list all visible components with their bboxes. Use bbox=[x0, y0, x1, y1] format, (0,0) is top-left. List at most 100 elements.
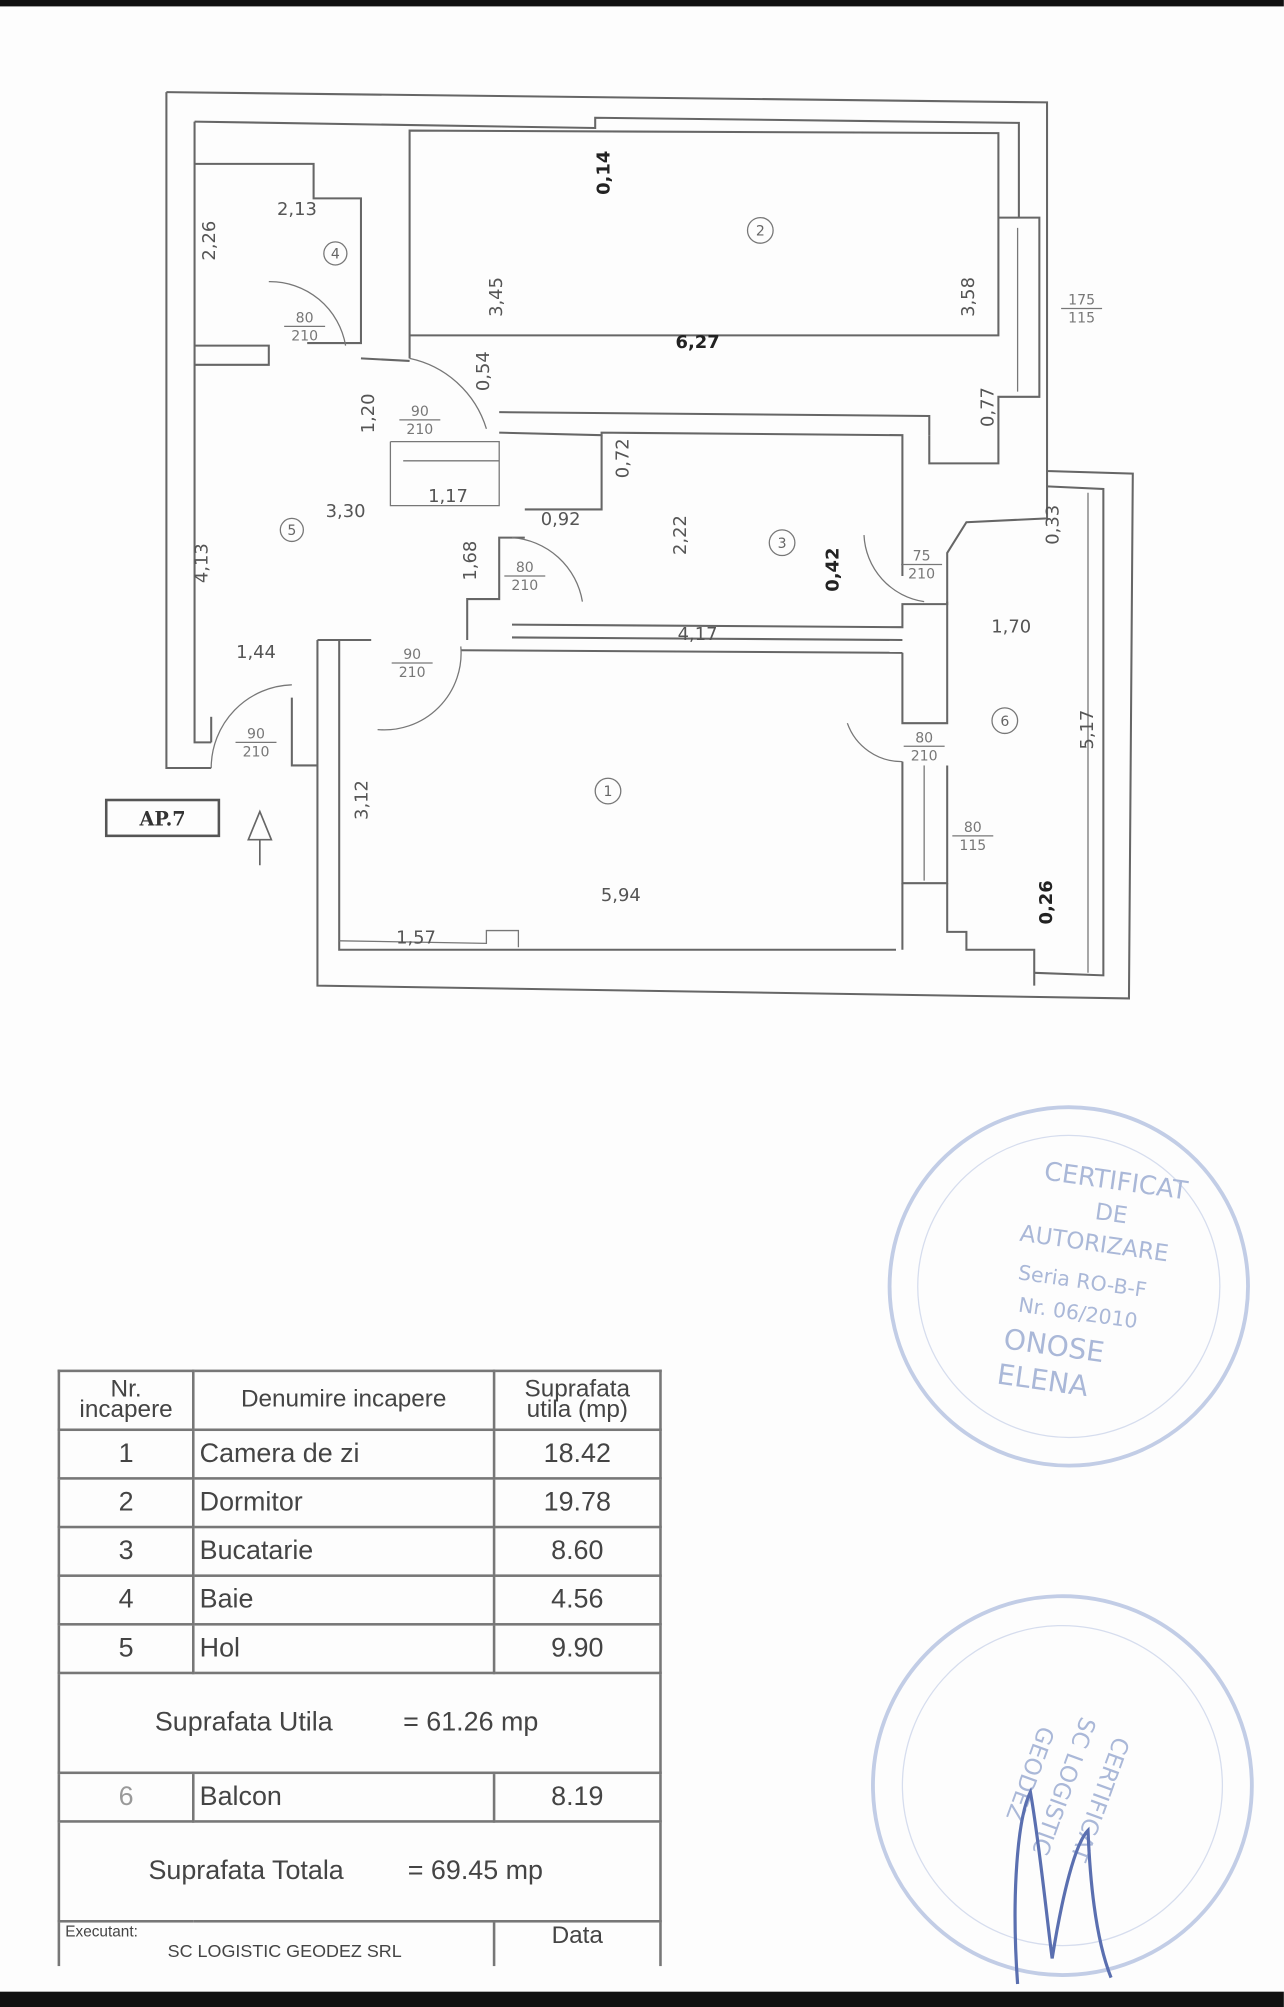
room-area: 4.56 bbox=[492, 1574, 662, 1626]
room-number-6: 6 bbox=[1000, 714, 1009, 730]
svg-text:CERTIFICAT: CERTIFICAT bbox=[1064, 1733, 1133, 1865]
total-area-row: Suprafata Totala = 69.45 mp bbox=[57, 1820, 662, 1923]
dimension-label: 3,12 bbox=[351, 780, 372, 820]
bottom-edge bbox=[0, 1991, 1284, 2007]
entrance-arrow-icon bbox=[247, 809, 273, 866]
svg-text:90: 90 bbox=[411, 404, 429, 420]
useful-area-value: = 61.26 mp bbox=[403, 1707, 539, 1737]
floor-plan: 4 2 3 5 1 6 2,132,260,143,456,273,580,54… bbox=[104, 91, 1134, 1000]
rooms-area-table: Nr. incapere Denumire incapere Suprafata… bbox=[57, 1369, 662, 1967]
svg-text:210: 210 bbox=[908, 567, 935, 583]
door-swings bbox=[210, 280, 925, 769]
date-label: Data bbox=[492, 1919, 662, 1967]
total-area-value: = 69.45 mp bbox=[407, 1856, 543, 1886]
apartment-label: AP.7 bbox=[138, 808, 185, 831]
opening-labels: 8021090210802107521090210902108021080115… bbox=[235, 293, 1103, 854]
svg-text:GEODEZ: GEODEZ bbox=[1000, 1723, 1058, 1825]
dimension-label: 0,42 bbox=[822, 548, 843, 592]
dimension-label: 4,13 bbox=[191, 543, 212, 583]
svg-text:90: 90 bbox=[247, 727, 265, 743]
dimension-label: 1,44 bbox=[236, 642, 276, 663]
room-name: Baie bbox=[191, 1574, 496, 1626]
dimension-label: 2,26 bbox=[199, 221, 220, 261]
dimension-label: 0,26 bbox=[1036, 880, 1057, 924]
room-number: 5 bbox=[57, 1623, 195, 1675]
dimension-label: 0,77 bbox=[977, 387, 998, 427]
dimension-label: 1,20 bbox=[358, 394, 379, 434]
dimension-label: 1,57 bbox=[396, 927, 436, 948]
header-room-number: Nr. incapere bbox=[57, 1369, 195, 1432]
svg-text:210: 210 bbox=[406, 422, 433, 438]
dimension-label: 0,54 bbox=[473, 351, 494, 391]
svg-text:80: 80 bbox=[964, 820, 982, 836]
svg-text:210: 210 bbox=[399, 665, 426, 681]
executant-row: Executant:SC LOGISTIC GEODEZ SRL Data bbox=[57, 1919, 662, 1967]
dimension-label: 5,17 bbox=[1077, 710, 1098, 750]
svg-text:175: 175 bbox=[1068, 293, 1095, 309]
dimension-label: 5,94 bbox=[601, 885, 641, 906]
room-name: Camera de zi bbox=[191, 1428, 496, 1480]
room-name: Hol bbox=[191, 1623, 496, 1675]
svg-text:75: 75 bbox=[913, 549, 931, 565]
room-number: 1 bbox=[57, 1428, 195, 1480]
dimension-label: 0,14 bbox=[593, 151, 614, 195]
dimension-label: 1,70 bbox=[991, 616, 1031, 637]
room-name: Dormitor bbox=[191, 1477, 496, 1529]
dimension-label: 6,27 bbox=[676, 332, 720, 353]
dimension-label: 0,33 bbox=[1043, 505, 1064, 545]
room-number: 3 bbox=[57, 1525, 195, 1577]
room-area: 19.78 bbox=[492, 1477, 662, 1529]
top-edge bbox=[0, 0, 1284, 7]
header-area: Suprafata utila (mp) bbox=[492, 1369, 662, 1432]
balcony-row: 6 Balcon 8.19 bbox=[57, 1771, 662, 1823]
svg-text:80: 80 bbox=[296, 311, 314, 327]
executant-name: SC LOGISTIC GEODEZ SRL bbox=[167, 1940, 402, 1961]
room-area: 9.90 bbox=[492, 1623, 662, 1675]
svg-text:80: 80 bbox=[516, 560, 534, 576]
dimension-label: 3,58 bbox=[958, 277, 979, 317]
room-number: 6 bbox=[57, 1771, 195, 1823]
svg-text:210: 210 bbox=[291, 328, 318, 344]
svg-text:210: 210 bbox=[911, 748, 938, 764]
room-area: 18.42 bbox=[492, 1428, 662, 1480]
room-area: 8.60 bbox=[492, 1525, 662, 1577]
room-number-2: 2 bbox=[756, 224, 765, 240]
room-number-5: 5 bbox=[287, 523, 296, 539]
svg-text:115: 115 bbox=[1068, 311, 1095, 327]
dimension-label: 0,92 bbox=[541, 509, 581, 530]
room-name: Balcon bbox=[191, 1771, 496, 1823]
dimension-label: 2,13 bbox=[277, 199, 317, 220]
room-number-3: 3 bbox=[778, 536, 787, 552]
header-room-name: Denumire incapere bbox=[191, 1369, 496, 1432]
total-area-label: Suprafata Totala bbox=[148, 1856, 344, 1886]
useful-area-label: Suprafata Utila bbox=[154, 1707, 333, 1737]
dimension-label: 1,17 bbox=[428, 486, 468, 507]
dimension-label: 3,30 bbox=[326, 501, 366, 522]
svg-text:210: 210 bbox=[511, 578, 538, 594]
svg-text:90: 90 bbox=[403, 647, 421, 663]
svg-text:115: 115 bbox=[959, 838, 986, 854]
dimension-label: 2,22 bbox=[670, 515, 691, 555]
dimension-label: 1,68 bbox=[460, 541, 481, 581]
dimension-labels: 2,132,260,143,456,273,580,541,201,173,30… bbox=[191, 151, 1098, 949]
room-name: Bucatarie bbox=[191, 1525, 496, 1577]
room-number: 4 bbox=[57, 1574, 195, 1626]
room-markers: 4 2 3 5 1 6 bbox=[279, 216, 1019, 805]
room-number-4: 4 bbox=[331, 247, 340, 263]
dimension-label: 4,17 bbox=[678, 624, 718, 645]
